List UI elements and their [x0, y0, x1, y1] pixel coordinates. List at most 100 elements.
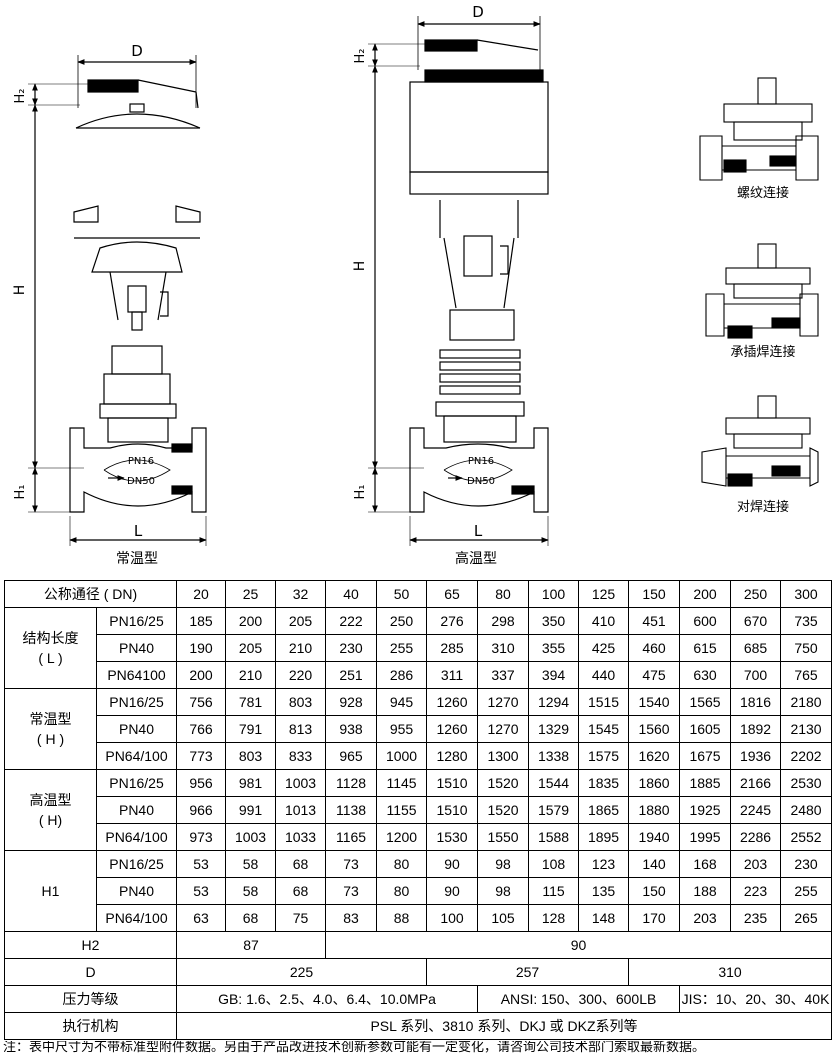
value-cell: 140 — [628, 850, 681, 878]
h2-value-small: 87 — [176, 931, 327, 959]
d-value-1: 225 — [176, 958, 428, 986]
value-cell: 1579 — [528, 796, 580, 824]
group-label-line: ( L ) — [38, 650, 63, 666]
value-cell: 220 — [275, 661, 327, 689]
value-cell: 1936 — [730, 742, 782, 770]
value-cell: 73 — [325, 877, 378, 905]
value-cell: 1835 — [578, 769, 630, 797]
value-cell: 190 — [176, 634, 227, 662]
value-cell: 1892 — [730, 715, 782, 743]
value-cell: 475 — [628, 661, 681, 689]
h2-value-large: 90 — [325, 931, 833, 959]
valve-dn-left: DN50 — [127, 476, 155, 487]
value-cell: 203 — [730, 850, 782, 878]
value-cell: 68 — [275, 877, 327, 905]
value-cell: 286 — [376, 661, 428, 689]
pressure-gb: GB: 1.6、2.5、4.0、6.4、10.0MPa — [176, 985, 479, 1013]
dim-h-right: H — [352, 261, 368, 272]
group-label: 结构长度( L ) — [4, 607, 97, 689]
value-cell: 105 — [477, 904, 530, 932]
value-cell: 250 — [376, 607, 428, 635]
dn-value: 150 — [628, 580, 681, 608]
value-cell: 2286 — [730, 823, 782, 851]
group-label: 高温型( H) — [4, 769, 97, 851]
value-cell: 425 — [578, 634, 630, 662]
value-cell: 265 — [780, 904, 833, 932]
value-cell: 1270 — [477, 688, 530, 716]
value-cell: 1260 — [426, 715, 479, 743]
value-cell: 1560 — [628, 715, 681, 743]
value-cell: 440 — [578, 661, 630, 689]
value-cell: 2552 — [780, 823, 833, 851]
value-cell: 615 — [679, 634, 732, 662]
dim-d-right: D — [472, 3, 484, 21]
group-label-line: ( H ) — [36, 731, 65, 747]
value-cell: 781 — [225, 688, 277, 716]
value-cell: 1145 — [376, 769, 428, 797]
pressure-class-cell: PN16/25 — [95, 607, 178, 635]
h2-label: H2 — [3, 931, 178, 959]
dn-value: 200 — [679, 580, 732, 608]
d-value-3: 310 — [628, 958, 833, 986]
value-cell: 185 — [176, 607, 227, 635]
value-cell: 83 — [325, 904, 378, 932]
value-cell: 53 — [176, 850, 227, 878]
normal-type-drawing — [28, 55, 207, 546]
value-cell: 1675 — [679, 742, 732, 770]
pressure-ansi: ANSI: 150、300、600LB — [477, 985, 681, 1013]
value-cell: 1925 — [679, 796, 732, 824]
dn-header: 公称通径 ( DN) — [3, 580, 178, 608]
value-cell: 210 — [275, 634, 327, 662]
value-cell: 298 — [477, 607, 530, 635]
value-cell: 1605 — [679, 715, 732, 743]
d-value-2: 257 — [426, 958, 630, 986]
value-cell: 58 — [225, 877, 277, 905]
value-cell: 973 — [176, 823, 227, 851]
value-cell: 68 — [275, 850, 327, 878]
value-cell: 965 — [325, 742, 378, 770]
pressure-class-cell: PN16/25 — [95, 850, 178, 878]
value-cell: 1003 — [225, 823, 277, 851]
value-cell: 230 — [780, 850, 833, 878]
value-cell: 98 — [477, 850, 530, 878]
dn-value: 100 — [528, 580, 580, 608]
value-cell: 1128 — [325, 769, 378, 797]
valve-pn-left: PN16 — [128, 456, 154, 467]
value-cell: 123 — [578, 850, 630, 878]
value-cell: 337 — [477, 661, 530, 689]
dn-value: 80 — [477, 580, 530, 608]
value-cell: 90 — [426, 877, 479, 905]
value-cell: 460 — [628, 634, 681, 662]
value-cell: 75 — [275, 904, 327, 932]
dn-value: 40 — [325, 580, 378, 608]
value-cell: 1860 — [628, 769, 681, 797]
value-cell: 1300 — [477, 742, 530, 770]
value-cell: 200 — [176, 661, 227, 689]
value-cell: 981 — [225, 769, 277, 797]
value-cell: 88 — [376, 904, 428, 932]
value-cell: 115 — [528, 877, 580, 905]
value-cell: 1138 — [325, 796, 378, 824]
group-label-line: 常温型 — [29, 711, 72, 727]
pressure-class-cell: PN40 — [95, 877, 178, 905]
value-cell: 150 — [628, 877, 681, 905]
valve-dimension-drawing: D D L L H H H₁ H₁ H₂ H₂ PN16 DN50 PN16 D… — [12, 3, 819, 567]
value-cell: 2530 — [780, 769, 833, 797]
value-cell: 1545 — [578, 715, 630, 743]
value-cell: 135 — [578, 877, 630, 905]
pressure-class-cell: PN64/100 — [95, 904, 178, 932]
value-cell: 80 — [376, 877, 428, 905]
value-cell: 791 — [225, 715, 277, 743]
value-cell: 1270 — [477, 715, 530, 743]
butt-weld-connection-drawing — [701, 395, 819, 487]
value-cell: 1260 — [426, 688, 479, 716]
value-cell: 1510 — [426, 796, 479, 824]
pressure-class-cell: PN40 — [95, 796, 178, 824]
